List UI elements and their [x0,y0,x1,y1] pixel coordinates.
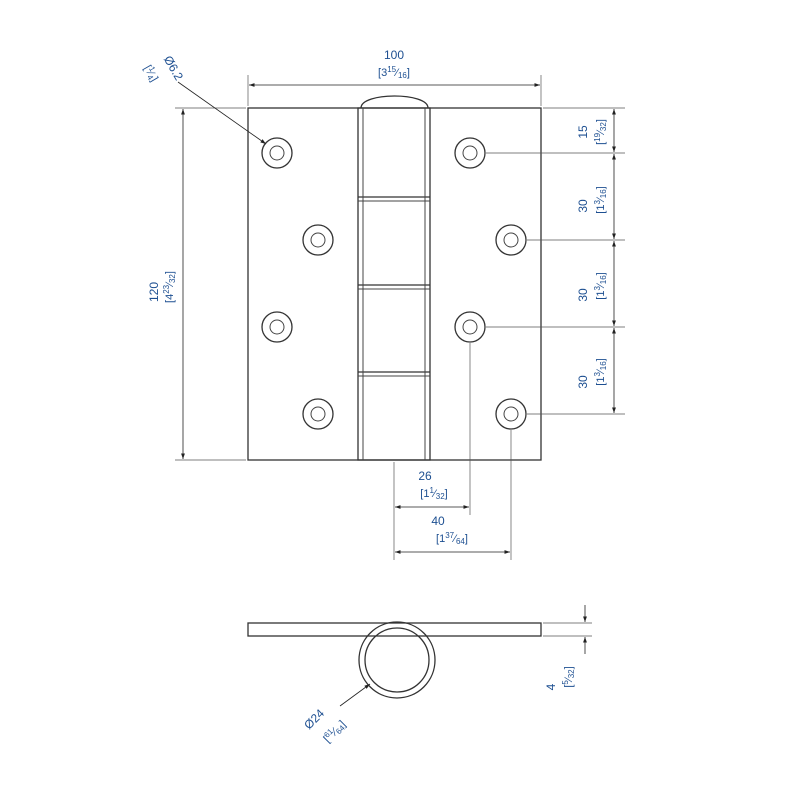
height-imperial-label: [423⁄32] [162,271,177,303]
knuckle-diameter-callout: Ø24 [61⁄64] [301,683,371,746]
width-metric-label: 100 [384,48,404,62]
hole-inner-offset-imperial: [11⁄32] [420,486,447,501]
hole-diameter-imperial-label: [1⁄4] [140,62,161,84]
hole-spacing-1-imperial: [13⁄16] [593,186,608,213]
hinge-knuckle [357,107,431,461]
hole-diameter-metric-label: Ø6.2 [161,53,186,83]
screw-hole [261,137,293,169]
screw-hole [454,311,486,343]
side-view-knuckle-outer [358,621,436,699]
hole-offset-top-imperial: [19⁄32] [593,119,608,145]
hole-inner-offset-metric: 26 [418,469,432,483]
hole-spacing-3-metric: 30 [576,375,590,389]
side-view-leaf [247,622,542,637]
hole-outer-offset-metric: 40 [431,514,445,528]
screw-hole [495,398,527,430]
height-metric-label: 120 [147,282,161,302]
width-imperial-label: [315⁄16] [378,65,410,80]
side-view-knuckle-inner [364,627,430,693]
hole-diameter-callout: Ø6.2 [1⁄4] [140,53,267,145]
height-dimension: 120 [423⁄32] [147,107,246,461]
hole-outer-offset-imperial: [137⁄64] [436,531,468,546]
hole-spacing-dimensions: 15 [19⁄32] 30 [13⁄16] 30 [13⁄16] 30 [13⁄… [486,107,625,415]
leaf-thickness-dimension: 4 [5⁄32] [543,605,592,690]
screw-hole [495,224,527,256]
screw-hole [302,224,334,256]
hole-horizontal-dimensions: 26 [11⁄32] 40 [137⁄64] [393,343,512,560]
hinge-side-view [247,621,542,699]
knuckle-diameter-metric: Ø24 [301,706,327,732]
hole-spacing-2-metric: 30 [576,288,590,302]
hole-spacing-2-imperial: [13⁄16] [593,272,608,299]
hole-offset-top-metric: 15 [576,125,590,139]
hole-spacing-1-metric: 30 [576,199,590,213]
hinge-front-view [247,95,542,461]
screw-hole [302,398,334,430]
screw-hole [454,137,486,169]
width-dimension: 100 [315⁄16] [247,48,542,106]
leaf-thickness-metric: 4 [544,683,558,690]
hole-spacing-3-imperial: [13⁄16] [593,358,608,385]
leaf-thickness-imperial: [5⁄32] [561,666,576,687]
knuckle-diameter-imperial: [61⁄64] [320,717,349,746]
screw-hole [261,311,293,343]
hinge-pin-cap [360,95,429,109]
